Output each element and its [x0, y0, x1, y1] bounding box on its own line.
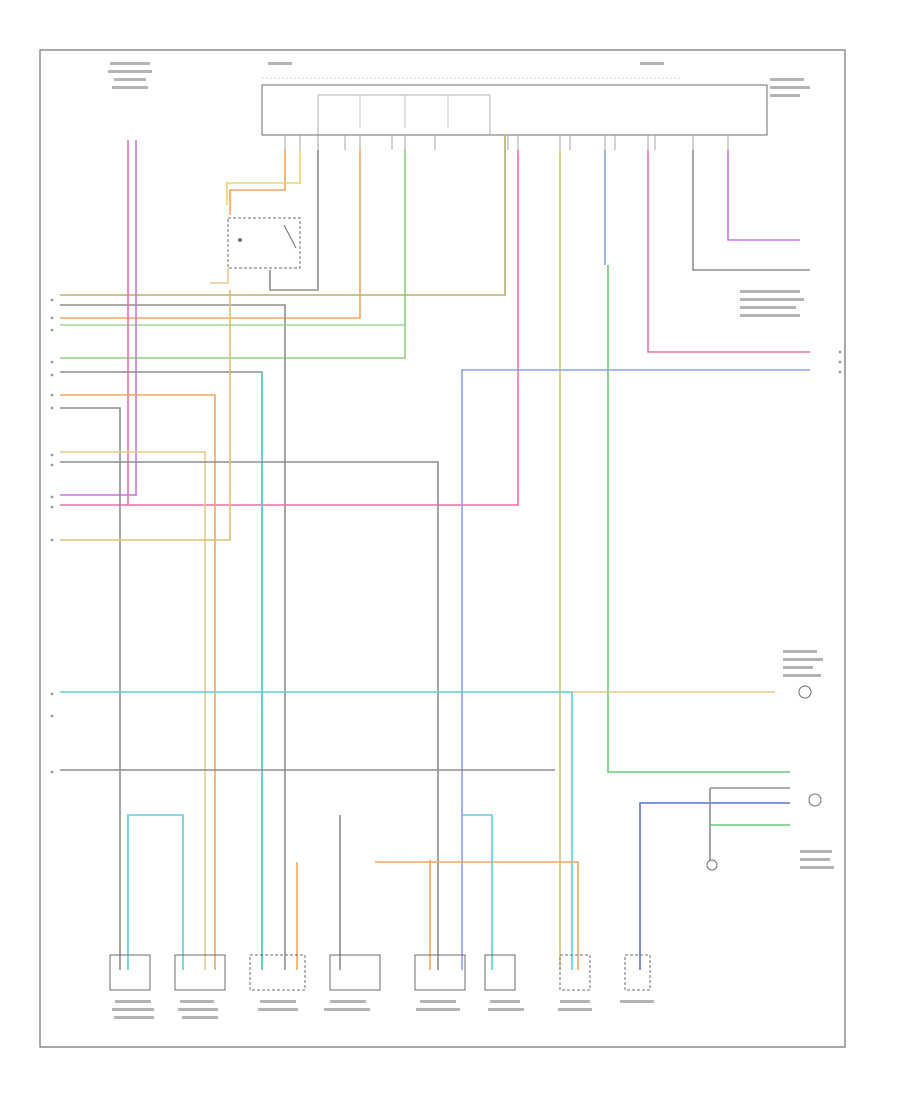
- fuel-level-sensor: [624, 954, 651, 991]
- right-sensors: [706, 685, 822, 871]
- wire-tan-bottom-1: [375, 861, 579, 970]
- wire-blue-horizontal: [461, 369, 810, 970]
- wire-cyan-bottom: [127, 814, 184, 970]
- wire-navy-right: [639, 802, 790, 970]
- sensor-2: [174, 954, 226, 991]
- wire-orange-module: [229, 150, 286, 215]
- wire-pink-right: [647, 150, 810, 353]
- wire-violet-left: [60, 140, 137, 496]
- bottom-sensors: [109, 954, 651, 991]
- wire-olive-left: [60, 290, 231, 541]
- module-pins: [284, 135, 729, 150]
- wire-tan-relay: [210, 268, 229, 284]
- wire-darkgreen-main: [607, 265, 790, 773]
- relay-coil-dot: [238, 238, 242, 242]
- wire-pink-main: [60, 150, 519, 506]
- sensor-7: [559, 954, 591, 991]
- wire-orange-left: [60, 394, 216, 970]
- wire-violet-right: [727, 150, 800, 241]
- right-sensor-top: [798, 685, 812, 699]
- wire-green-module: [60, 150, 406, 359]
- diagram-frame: [39, 49, 846, 1048]
- wire-green-2: [60, 150, 406, 326]
- left-connectors: [50, 298, 54, 774]
- relay: [227, 217, 301, 269]
- wire-gray-module: [269, 150, 319, 291]
- wire-tan-module: [60, 150, 361, 319]
- module-box: [261, 84, 768, 136]
- relay-switch: [283, 224, 297, 249]
- sensor-4: [329, 954, 381, 991]
- wire-gray-2: [60, 304, 286, 970]
- wire-yellow-relay: [226, 150, 301, 205]
- right-sensor-bottom: [808, 793, 822, 807]
- relay-box: [227, 217, 301, 269]
- wire-olive-top: [60, 135, 506, 296]
- sensor-6: [484, 954, 516, 991]
- illegible-labels: [108, 62, 834, 1019]
- wires: [60, 135, 810, 970]
- wire-cyan-horizontal: [60, 691, 573, 970]
- wire-cyan-bottom-2: [462, 814, 493, 970]
- wire-gray-left-b: [60, 407, 121, 970]
- wire-gray-right: [692, 150, 810, 271]
- wire-tan-left: [60, 451, 206, 970]
- sensor-3: [249, 954, 306, 991]
- right-connectors: [838, 350, 842, 374]
- sensor-1: [109, 954, 151, 991]
- top-module: [261, 77, 768, 136]
- sensor-5: [414, 954, 466, 991]
- temperature-sensor: [706, 859, 718, 871]
- wire-gray-left-c: [60, 461, 439, 970]
